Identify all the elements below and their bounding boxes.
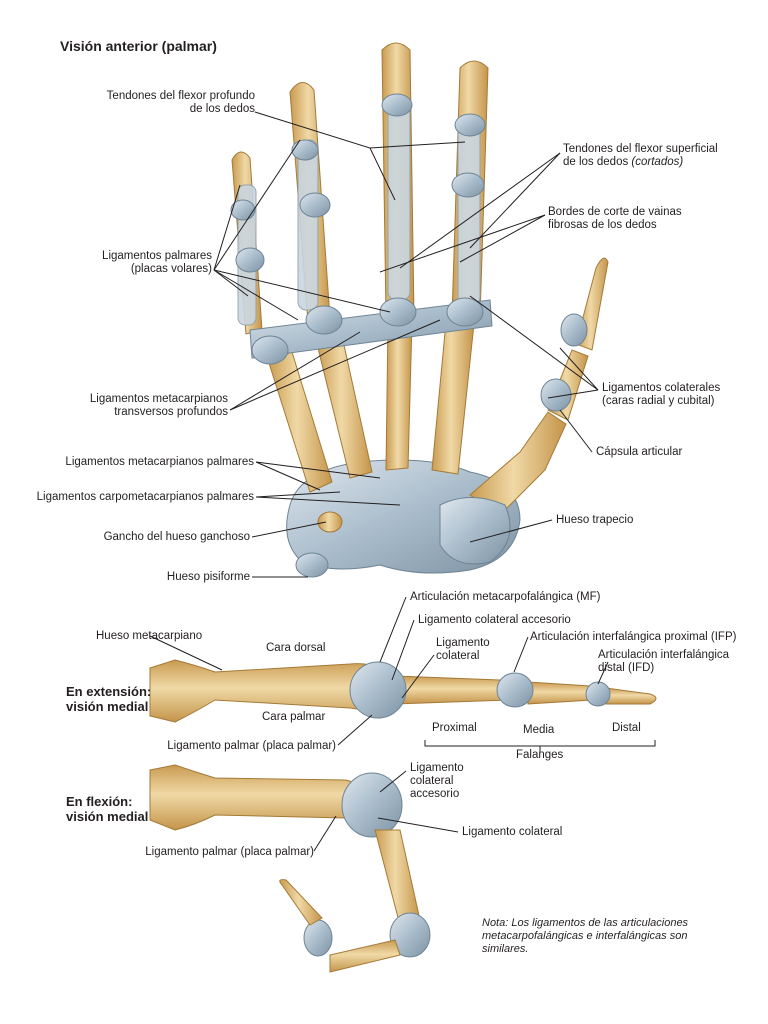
label-media: Media — [523, 724, 555, 736]
label-ligamento-palmar-flex: Ligamento palmar (placa palmar) — [145, 846, 314, 858]
thumb-capsule — [540, 378, 572, 412]
middle-phalanx-flex — [329, 939, 401, 973]
thumb-capsule — [560, 313, 588, 347]
flexor-tendon-4 — [297, 139, 319, 311]
label-articulacion-ifp: Articulación interfalángica proximal (IF… — [530, 631, 737, 643]
phalanges-bracket — [424, 740, 656, 752]
hook-of-hamate — [317, 511, 343, 533]
mp-joint-ligament-ext — [349, 661, 407, 719]
label-extension-view: En extensión:visión medial — [66, 684, 152, 714]
trapezium — [439, 497, 511, 565]
label-hueso-trapecio: Hueso trapecio — [556, 514, 634, 526]
distal-phalanx-ext — [605, 687, 657, 705]
flexor-tendon-2 — [457, 114, 481, 306]
metacarpal-bone-flex — [149, 764, 371, 831]
label-flexion-view: En flexión:visión medial — [66, 794, 149, 824]
hand-palmar-view — [230, 42, 609, 578]
label-proximal: Proximal — [432, 722, 477, 734]
mp-capsule — [305, 305, 343, 335]
leader-lines — [149, 111, 609, 852]
metacarpal-2 — [431, 321, 475, 475]
finger-extension-view — [149, 659, 657, 752]
mp-joint-ligament-flex — [341, 772, 403, 838]
label-cara-palmar: Cara palmar — [262, 711, 326, 723]
ip-capsule — [299, 192, 331, 218]
label-distal: Distal — [612, 722, 641, 734]
ip-capsule — [235, 247, 265, 273]
finger-flexion-view — [149, 764, 431, 973]
label-ligamentos-palmares: Ligamentos palmares(placas volares) — [102, 250, 212, 275]
middle-phalanx-ext — [527, 681, 593, 705]
mp-capsule — [379, 297, 417, 327]
label-lig-metacarpianos-palmares: Ligamentos metacarpianos palmares — [65, 456, 254, 468]
label-ligamentos-colaterales: Ligamentos colaterales(caras radial y cu… — [602, 382, 721, 407]
label-lig-carpometacarpianos: Ligamentos carpometacarpianos palmares — [36, 491, 254, 503]
distal-phalanx-flex — [279, 879, 323, 926]
label-gancho-hueso-ganchoso: Gancho del hueso ganchoso — [103, 531, 250, 543]
flexor-tendon-3 — [387, 99, 411, 301]
ip-capsule — [291, 139, 319, 161]
label-capsula-articular: Cápsula articular — [596, 446, 683, 458]
proximal-phalanx-ext — [394, 675, 511, 705]
dip-joint-ligament-ext — [585, 681, 611, 707]
dip-joint-ligament-flex — [303, 919, 333, 957]
label-ligamento-palmar-ext: Ligamento palmar (placa palmar) — [167, 740, 336, 752]
label-articulacion-mf: Articulación metacarpofalángica (MF) — [410, 591, 601, 603]
label-cara-dorsal: Cara dorsal — [266, 642, 326, 654]
label-flexor-superficial: Tendones del flexor superficial de los d… — [563, 143, 718, 168]
ip-capsule — [381, 93, 413, 117]
ip-capsule — [451, 172, 485, 198]
footnote: Nota: Los ligamentos de las articulacion… — [482, 917, 689, 955]
label-ligamento-colateral-flex: Ligamento colateral — [462, 826, 563, 838]
mp-capsule — [251, 335, 289, 365]
ip-capsule — [230, 199, 256, 221]
metacarpal-3 — [385, 321, 413, 471]
proximal-phalanx-flex — [374, 829, 421, 926]
label-hueso-pisiforme: Hueso pisiforme — [166, 571, 250, 583]
pip-joint-ligament-ext — [496, 672, 534, 708]
label-lig-colateral-accesorio: Ligamento colateral accesorio — [418, 614, 571, 626]
ip-capsule — [454, 113, 486, 137]
pisiform — [295, 552, 329, 578]
label-hueso-metacarpiano: Hueso metacarpiano — [96, 630, 203, 642]
label-falanges: Falanges — [516, 749, 564, 761]
mp-capsule — [446, 297, 484, 327]
pip-joint-ligament-flex — [389, 912, 431, 958]
figure-title: Visión anterior (palmar) — [60, 38, 217, 54]
